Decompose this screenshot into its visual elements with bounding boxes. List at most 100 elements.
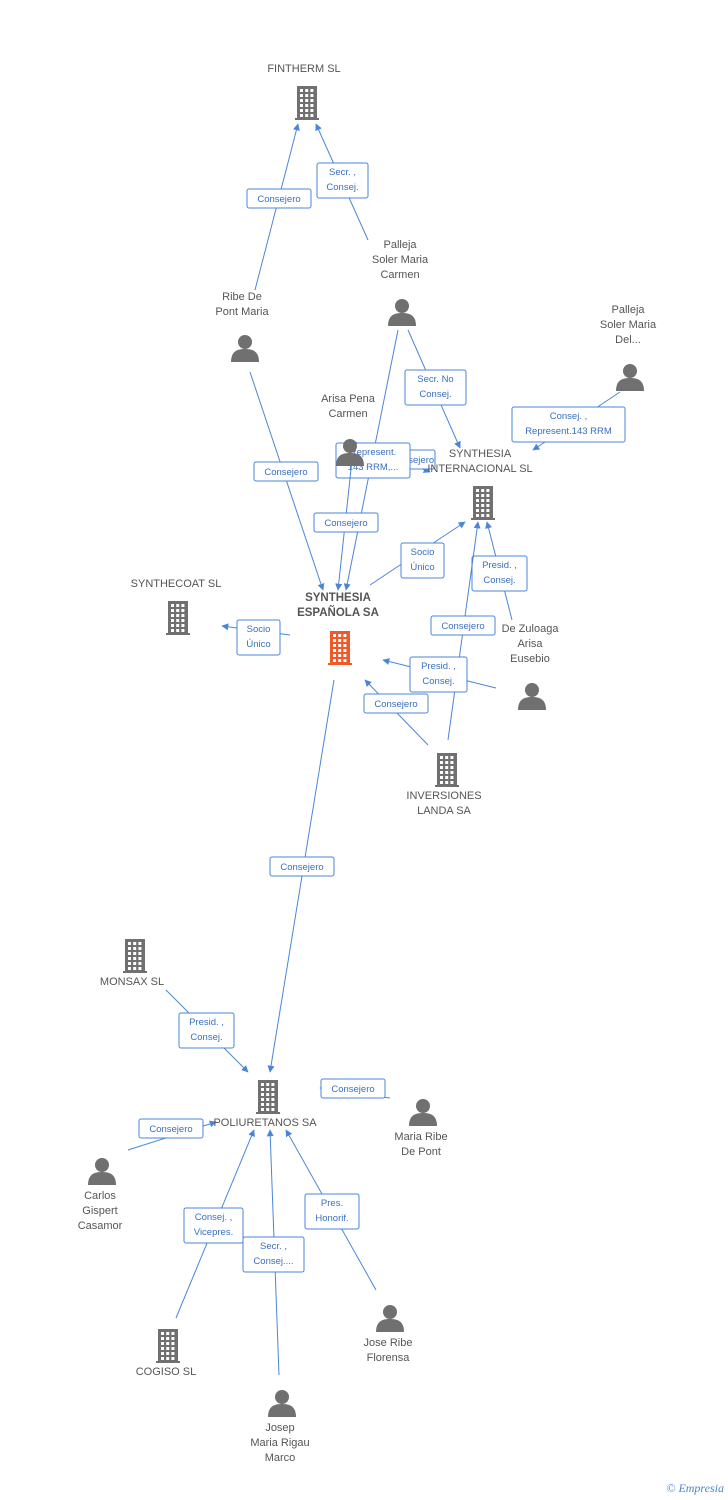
edge-label-box[interactable] <box>335 442 411 479</box>
edge-label-text: Consejero <box>441 621 484 632</box>
person-icon <box>231 335 259 362</box>
node-label: De Zuloaga <box>502 623 560 635</box>
node-label: Maria Ribe <box>394 1131 447 1143</box>
edge-label-box[interactable] <box>404 369 467 406</box>
edge-label-box[interactable] <box>253 461 319 482</box>
edge-label-box[interactable] <box>471 555 528 592</box>
edge-18: Consej. ,Vicepres. <box>175 1129 255 1319</box>
edge-label-text: Único <box>410 562 434 573</box>
edge-label-text: Presid. , <box>482 560 517 571</box>
edge-label-box[interactable] <box>269 856 335 877</box>
brand-logo: Empresia <box>678 1481 724 1495</box>
edge-12: Presid. ,Consej. <box>382 656 497 693</box>
edge-label-box[interactable] <box>320 1078 386 1099</box>
edge-20: Pres.Honorif. <box>285 1129 377 1291</box>
edge-label-box[interactable] <box>304 1193 360 1230</box>
node-label: Del... <box>615 334 641 346</box>
person-icon <box>616 364 644 391</box>
building-icon <box>256 1080 280 1114</box>
edge-label-text: Represent.143 RRM <box>525 426 612 437</box>
edge-19: Secr. , Consej.... <box>242 1129 305 1376</box>
edge-label-text: Secr. , <box>329 167 356 178</box>
building-icon <box>471 486 495 520</box>
person-icon <box>88 1158 116 1185</box>
edge-label-box[interactable] <box>409 656 468 693</box>
edge-label-box[interactable] <box>430 615 496 636</box>
node-poliuretanos[interactable]: POLIURETANOS SA <box>213 1080 317 1129</box>
node-label: Jose Ribe <box>364 1337 413 1349</box>
node-label: Arisa <box>517 638 543 650</box>
edge-label-text: Consejero <box>374 699 417 710</box>
node-label: COGISO SL <box>136 1366 197 1378</box>
edge-7: Consejero <box>313 459 379 591</box>
node-cogiso[interactable]: COGISO SL <box>136 1329 197 1378</box>
edge-label-box[interactable] <box>400 542 445 579</box>
node-label: SYNTHECOAT SL <box>131 578 222 590</box>
edge-label-box[interactable] <box>316 162 369 199</box>
edge-label-box[interactable] <box>138 1118 204 1139</box>
edge-4: Consejero <box>249 371 325 591</box>
brand-footer: © Empresia <box>666 1481 724 1496</box>
node-label: Palleja <box>383 239 417 251</box>
node-label: Carlos <box>84 1190 116 1202</box>
person-icon <box>376 1305 404 1332</box>
edge-label-box[interactable] <box>178 1012 235 1049</box>
edge-label-text: Consejero <box>331 1084 374 1095</box>
edge-11: Consejero <box>430 521 496 741</box>
edge-label-text: Secr. , <box>260 1241 287 1252</box>
edge-label-box[interactable] <box>363 693 429 714</box>
edge-14: Consejero <box>267 679 335 1073</box>
edge-label-text: Único <box>246 639 270 650</box>
node-label: Maria Rigau <box>250 1437 309 1449</box>
person-icon <box>268 1390 296 1417</box>
edge-label-box[interactable] <box>183 1207 244 1244</box>
node-label: SYNTHESIA <box>449 448 512 460</box>
edge-label-text: Consejero <box>280 862 323 873</box>
edge-label-text: 143 RRM,... <box>348 462 399 473</box>
building-icon <box>328 631 352 665</box>
person-icon <box>388 299 416 326</box>
node-label: Pont Maria <box>215 306 269 318</box>
edge-1: Secr. ,Consej. <box>315 123 369 241</box>
edge-label-box[interactable] <box>236 619 281 656</box>
node-monsax[interactable]: MONSAX SL <box>100 939 164 988</box>
node-fintherm[interactable]: FINTHERM SL <box>267 63 341 120</box>
edge-label-box[interactable] <box>246 188 312 209</box>
node-label: Carmen <box>328 408 367 420</box>
node-label: Arisa Pena <box>321 393 376 405</box>
edge-15: Presid. ,Consej. <box>165 989 249 1073</box>
node-label: ESPAÑOLA SA <box>297 606 379 619</box>
edge-label-text: Socio <box>247 624 271 635</box>
edge-label-text: Consejero <box>264 467 307 478</box>
edge-label-text: Presid. , <box>421 661 456 672</box>
edge-label-box[interactable] <box>313 512 379 533</box>
edge-label-text: Consej.... <box>253 1256 293 1267</box>
edge-label-text: Pres. <box>321 1198 343 1209</box>
edge-label-box[interactable] <box>511 406 626 443</box>
node-label: Soler Maria <box>372 254 429 266</box>
edge-0: Consejero <box>246 123 312 291</box>
edge-label-box[interactable] <box>242 1236 305 1273</box>
building-icon <box>435 753 459 787</box>
edge-label-text: Consejero <box>149 1124 192 1135</box>
edge-17: Consejero <box>127 1118 217 1151</box>
edge-16: Consejero <box>319 1078 391 1099</box>
edge-10: Presid. ,Consej. <box>471 521 528 621</box>
node-synthecoat[interactable]: SYNTHECOAT SL <box>131 578 222 635</box>
building-icon <box>123 939 147 973</box>
